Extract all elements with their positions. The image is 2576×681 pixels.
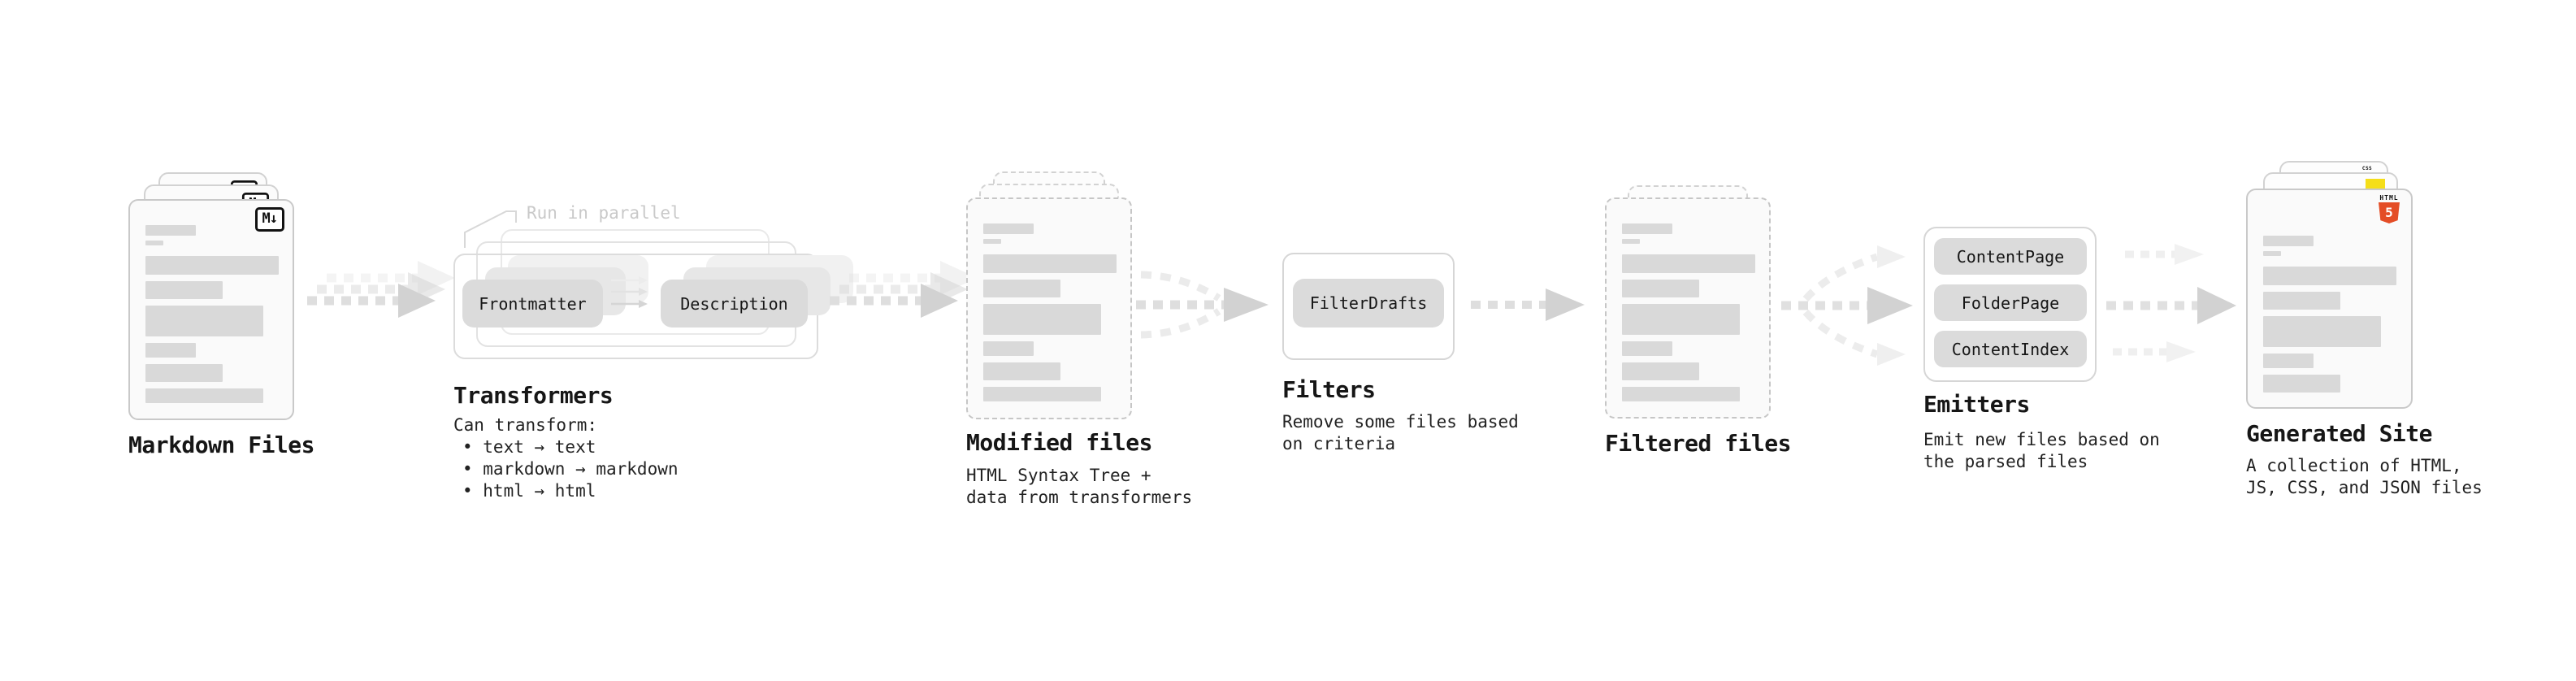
content-placeholder-bar xyxy=(145,241,163,245)
description-line: Can transform: xyxy=(453,415,598,435)
content-placeholder-bar xyxy=(145,225,196,236)
description-line: data from transformers xyxy=(966,488,1193,507)
content-placeholder-bar xyxy=(1622,223,1672,234)
content-placeholder-bar xyxy=(1622,341,1672,356)
document-content-placeholder xyxy=(2263,236,2401,397)
content-placeholder-bar xyxy=(983,387,1101,401)
content-placeholder-bar xyxy=(1622,362,1699,380)
content-placeholder-bar xyxy=(1622,254,1755,273)
transformers-description: Can transform: • text → text • markdown … xyxy=(453,414,679,502)
contentindex-pill: ContentIndex xyxy=(1934,331,2087,367)
run-in-parallel-label: Run in parallel xyxy=(527,203,681,223)
html5-icon-shield: 5 xyxy=(2379,202,2400,223)
stage-title-transformers: Transformers xyxy=(453,382,614,409)
description-line: • text → text xyxy=(462,437,596,457)
modified-description: HTML Syntax Tree + data from transformer… xyxy=(966,465,1192,509)
stage-title-modified-files: Modified files xyxy=(966,429,1153,456)
generated-description: A collection of HTML, JS, CSS, and JSON … xyxy=(2246,455,2483,499)
arrow-contentindex-out xyxy=(2113,341,2196,362)
content-placeholder-bar xyxy=(1622,280,1699,297)
description-line: HTML Syntax Tree + xyxy=(966,466,1151,485)
css-icon-label: CSS xyxy=(2361,166,2373,171)
content-placeholder-bar xyxy=(983,341,1034,356)
filters-description: Remove some files based on criteria xyxy=(1282,411,1519,455)
content-placeholder-bar xyxy=(983,304,1101,335)
emitters-description: Emit new files based on the parsed files xyxy=(1923,429,2160,473)
html5-icon-label: HTML xyxy=(2379,194,2399,202)
document-content-placeholder xyxy=(983,223,1121,408)
flow-arrows-emitters-to-generated xyxy=(2106,244,2236,362)
pill-to-pill-arrows xyxy=(611,276,648,308)
content-placeholder-bar xyxy=(1622,387,1740,401)
content-placeholder-bar xyxy=(2263,236,2314,246)
markdown-icon: M↓ xyxy=(254,207,284,232)
content-placeholder-bar xyxy=(983,280,1060,297)
modified-doc-front xyxy=(966,197,1132,419)
content-placeholder-bar xyxy=(983,239,1001,244)
content-placeholder-bar xyxy=(2263,316,2381,347)
content-placeholder-bar xyxy=(2263,251,2281,256)
description-line: • markdown → markdown xyxy=(462,459,679,479)
description-line: • html → html xyxy=(462,481,596,501)
content-placeholder-bar xyxy=(145,364,223,382)
stage-title-filtered-files: Filtered files xyxy=(1605,430,1792,457)
content-placeholder-bar xyxy=(1622,239,1640,244)
stage-title-emitters: Emitters xyxy=(1923,391,2030,418)
run-in-parallel-connector-line xyxy=(464,210,517,248)
filterdrafts-pill: FilterDrafts xyxy=(1293,279,1444,327)
description-line: Emit new files based on xyxy=(1923,430,2160,449)
description-line: on criteria xyxy=(1282,434,1396,453)
js-icon xyxy=(2366,179,2385,189)
flow-arrow-transformers-to-modified xyxy=(830,261,978,318)
description-line: JS, CSS, and JSON files xyxy=(2246,478,2483,497)
content-placeholder-bar xyxy=(2263,354,2314,368)
stage-title-markdown-files: Markdown Files xyxy=(128,432,315,458)
document-content-placeholder xyxy=(1622,223,1759,407)
content-placeholder-bar xyxy=(145,306,263,336)
content-placeholder-bar xyxy=(983,223,1034,234)
document-content-placeholder xyxy=(145,225,283,409)
content-placeholder-bar xyxy=(1622,304,1740,335)
frontmatter-pill: Frontmatter xyxy=(462,280,603,327)
content-placeholder-bar xyxy=(983,254,1117,273)
generated-doc-html: HTML 5 xyxy=(2246,189,2413,409)
description-line: A collection of HTML, xyxy=(2246,456,2462,475)
flow-arrow-markdown-to-transformers xyxy=(307,261,455,318)
arrow-folderpage-out xyxy=(2106,287,2236,324)
html5-icon: HTML 5 xyxy=(2377,194,2401,223)
description-line: the parsed files xyxy=(1923,452,2088,471)
description-line: Remove some files based xyxy=(1282,412,1519,432)
content-placeholder-bar xyxy=(2263,375,2340,393)
content-placeholder-bar xyxy=(145,388,263,403)
filtered-doc-front xyxy=(1605,197,1771,419)
stage-title-filters: Filters xyxy=(1282,376,1376,403)
content-placeholder-bar xyxy=(145,256,279,275)
flow-arrow-filters-to-filtered xyxy=(1471,288,1585,321)
arrow-contentpage-out xyxy=(2125,244,2204,265)
content-placeholder-bar xyxy=(2263,267,2396,285)
content-placeholder-bar xyxy=(983,362,1060,380)
folderpage-pill: FolderPage xyxy=(1934,284,2087,321)
stage-title-generated-site: Generated Site xyxy=(2246,420,2433,447)
content-placeholder-bar xyxy=(2263,292,2340,310)
markdown-doc-front: M↓ xyxy=(128,199,294,420)
content-placeholder-bar xyxy=(145,281,223,299)
content-placeholder-bar xyxy=(145,343,196,358)
contentpage-pill: ContentPage xyxy=(1934,238,2087,275)
flow-arrow-filtered-to-emitters-diverge xyxy=(1781,245,1913,366)
description-pill: Description xyxy=(661,280,808,327)
flow-arrow-modified-to-filters-converge xyxy=(1136,271,1268,339)
